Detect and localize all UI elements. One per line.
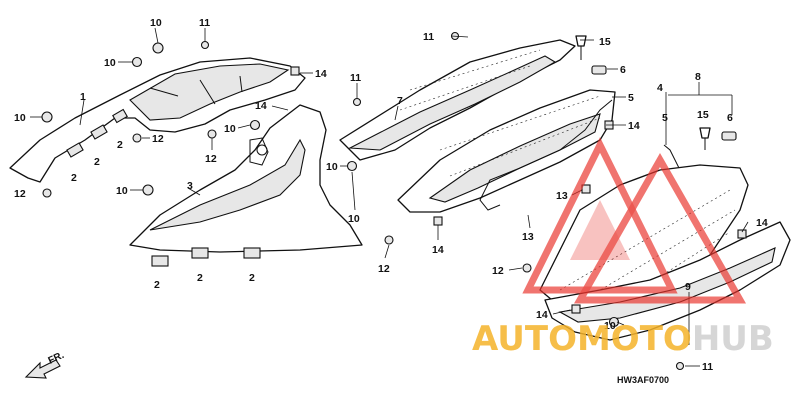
watermark-text: AUTOMOTOHUB [472, 319, 774, 359]
bolt-icon [152, 42, 164, 54]
bolt-icon [608, 316, 620, 328]
nut-icon [522, 263, 532, 273]
callout-11: 11 [423, 31, 434, 43]
callout-labels: 10 11 10 14 1 10 2 2 2 12 12 14 10 12 3 … [14, 17, 768, 373]
clip-icon [571, 304, 581, 314]
callout-10: 10 [14, 112, 26, 124]
callout-12: 12 [492, 265, 504, 277]
nut-icon [42, 188, 52, 198]
callout-2: 2 [94, 156, 100, 168]
screw-icon [675, 361, 685, 371]
arrow-icon [24, 359, 61, 379]
callout-10: 10 [348, 213, 360, 225]
bolt-icon [131, 56, 143, 68]
callout-2: 2 [249, 272, 255, 284]
screw-icon [352, 97, 362, 107]
callout-11: 11 [702, 361, 713, 373]
callout-10: 10 [150, 17, 162, 29]
callout-13: 13 [522, 231, 534, 243]
part-1-inner-panel [129, 63, 290, 121]
screw-icon [200, 40, 210, 50]
callout-2: 2 [197, 272, 203, 284]
part-2-pad [243, 247, 261, 259]
callout-9: 9 [685, 281, 691, 293]
callout-14: 14 [628, 120, 640, 132]
nut-icon [207, 129, 217, 139]
part-2-pad [112, 108, 128, 124]
part-3-inner-edge [149, 138, 306, 231]
watermark-logo-icon [522, 137, 747, 304]
bolt-icon [346, 160, 358, 172]
callout-14: 14 [315, 68, 327, 80]
clip-icon [290, 66, 300, 76]
callout-10: 10 [224, 123, 236, 135]
center-panel-recess [428, 113, 601, 203]
callout-10: 10 [326, 161, 338, 173]
part-6-clip [721, 131, 737, 141]
center-body-panel [397, 89, 616, 213]
callout-14: 14 [536, 309, 548, 321]
part-15-clip [575, 35, 587, 47]
callout-13: 13 [556, 190, 568, 202]
part-2-pad [90, 124, 108, 140]
watermark-text-prefix: AUTOMOTO [472, 319, 692, 359]
bolt-icon [142, 184, 154, 196]
watermark: AUTOMOTOHUB [472, 137, 774, 359]
callout-11: 11 [199, 17, 210, 29]
callout-10: 10 [604, 320, 616, 332]
callout-3: 3 [187, 180, 193, 192]
callout-12: 12 [152, 133, 164, 145]
callout-12: 12 [205, 153, 217, 165]
drawing-code: HW3AF0700 [617, 375, 669, 385]
watermark-text-suffix: HUB [692, 319, 774, 359]
front-direction-indicator: FR. [24, 350, 66, 379]
bolt-icon [41, 111, 53, 123]
part-2-pad [66, 142, 84, 158]
callout-15: 15 [697, 109, 709, 121]
callout-1: 1 [80, 91, 86, 103]
callout-14: 14 [756, 217, 768, 229]
part-7-floor-frame [347, 55, 557, 151]
callout-14: 14 [255, 100, 267, 112]
callout-14: 14 [432, 244, 444, 256]
callout-4: 4 [657, 82, 663, 94]
clip-icon [433, 216, 443, 226]
callout-10: 10 [116, 185, 128, 197]
front-label: FR. [47, 350, 66, 367]
callout-12: 12 [378, 263, 390, 275]
part-15-clip [699, 127, 711, 139]
callout-7: 7 [397, 95, 403, 107]
callout-6: 6 [727, 112, 733, 124]
callout-5: 5 [662, 112, 668, 124]
callout-6: 6 [620, 64, 626, 76]
part-2-pad [191, 247, 209, 259]
part-6-clip [591, 65, 607, 75]
callout-2: 2 [117, 139, 123, 151]
part-2-pad [151, 255, 169, 267]
callout-5: 5 [628, 92, 634, 104]
nut-icon [132, 133, 142, 143]
part-5-cable [479, 99, 613, 211]
callout-12: 12 [14, 188, 26, 200]
callout-10: 10 [104, 57, 116, 69]
callout-15: 15 [599, 36, 611, 48]
nut-icon [384, 235, 394, 245]
callout-2: 2 [154, 279, 160, 291]
callout-8: 8 [695, 71, 701, 83]
callout-11: 11 [350, 72, 361, 84]
bolt-icon [249, 119, 261, 131]
callout-2: 2 [71, 172, 77, 184]
clip-icon [737, 229, 747, 239]
